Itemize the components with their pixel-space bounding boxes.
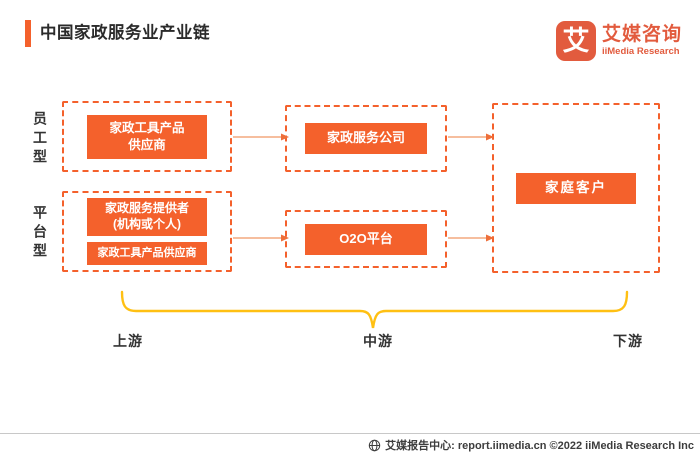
box-service-provider-line1: 家政服务提供者 <box>104 201 189 216</box>
row-label-employee-type: 员工型 <box>32 111 48 168</box>
group-employee-midstream: 家政服务公司 <box>285 105 447 172</box>
globe-icon <box>368 439 381 452</box>
box-tool-supplier-platform: 家政工具产品供应商 <box>87 242 207 265</box>
iimedia-logo-text: 艾媒咨询 iiMedia Research <box>601 23 682 57</box>
stage-brace <box>120 290 629 329</box>
title-accent-bar <box>25 20 31 47</box>
iimedia-logo: 艾 艾媒咨询 iiMedia Research <box>555 21 682 61</box>
group-employee-upstream: 家政工具产品 供应商 <box>62 101 232 172</box>
stage-label-upstream: 上游 <box>113 333 143 349</box>
group-platform-midstream: O2O平台 <box>285 210 447 268</box>
group-platform-upstream: 家政服务提供者 (机构或个人) 家政工具产品供应商 <box>62 191 232 272</box>
footer: 艾媒报告中心: report.iimedia.cn ©2022 iiMedia … <box>368 437 694 453</box>
box-tool-supplier: 家政工具产品 供应商 <box>87 114 207 159</box>
row-label-platform-type: 平台型 <box>32 205 48 262</box>
box-family-customer-label: 家庭客户 <box>545 180 607 196</box>
box-tool-supplier-platform-label: 家政工具产品供应商 <box>97 247 197 260</box>
box-o2o-platform: O2O平台 <box>305 223 427 255</box>
box-service-provider-line2: (机构或个人) <box>113 217 181 231</box>
logo-brand-cn: 艾媒咨询 <box>601 23 682 45</box>
page-title: 中国家政服务业产业链 <box>40 24 210 42</box>
footer-divider <box>0 433 700 434</box>
iimedia-logo-icon: 艾 <box>555 21 596 61</box>
logo-brand-en: iiMedia Research <box>601 45 680 57</box>
stage-label-downstream: 下游 <box>613 333 643 349</box>
box-tool-supplier-line1: 家政工具产品 <box>109 121 185 136</box>
stage-label-midstream: 中游 <box>363 333 393 349</box>
box-tool-supplier-line2: 供应商 <box>128 137 166 152</box>
box-service-company: 家政服务公司 <box>305 123 427 154</box>
footer-credit: 艾媒报告中心: report.iimedia.cn ©2022 iiMedia … <box>385 440 694 452</box>
group-downstream: 家庭客户 <box>492 103 660 273</box>
box-service-provider: 家政服务提供者 (机构或个人) <box>87 198 207 236</box>
box-family-customer: 家庭客户 <box>516 172 636 204</box>
box-service-company-label: 家政服务公司 <box>326 130 405 146</box>
box-o2o-platform-label: O2O平台 <box>339 230 393 246</box>
